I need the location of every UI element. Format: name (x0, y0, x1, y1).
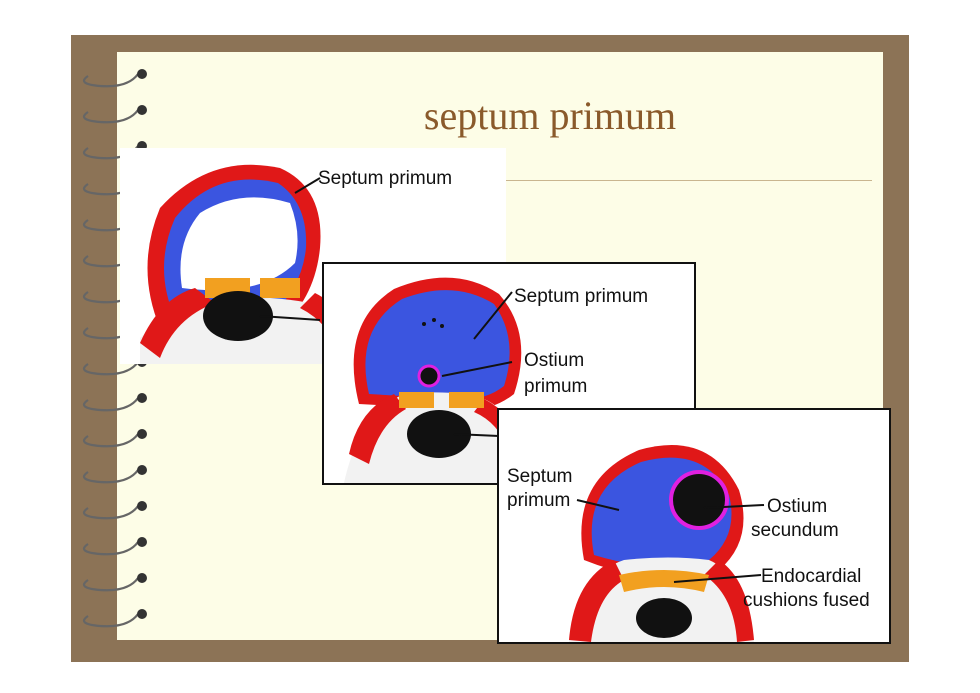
label-ostium: Ostium (524, 350, 584, 371)
label-cushions-fused: cushions fused (743, 590, 870, 611)
label-septum-primum-2: Septum primum (514, 286, 648, 307)
label-primum: primum (524, 376, 587, 397)
slide-title: septum primum (423, 93, 677, 138)
label-septum-primum-1: Septum primum (318, 168, 452, 189)
label-secundum: secundum (751, 520, 839, 541)
label-ostium-3: Ostium (767, 496, 827, 517)
label-septum: Septum (507, 466, 572, 487)
heart-diagram-3: Septum primum Ostium secundum Endocardia… (507, 445, 870, 642)
label-endocardial: Endocardial (761, 566, 861, 587)
label-primum-3: primum (507, 490, 570, 511)
diagram-panel-3: Septum primum Ostium secundum Endocardia… (497, 408, 891, 644)
title-underline (500, 180, 872, 181)
